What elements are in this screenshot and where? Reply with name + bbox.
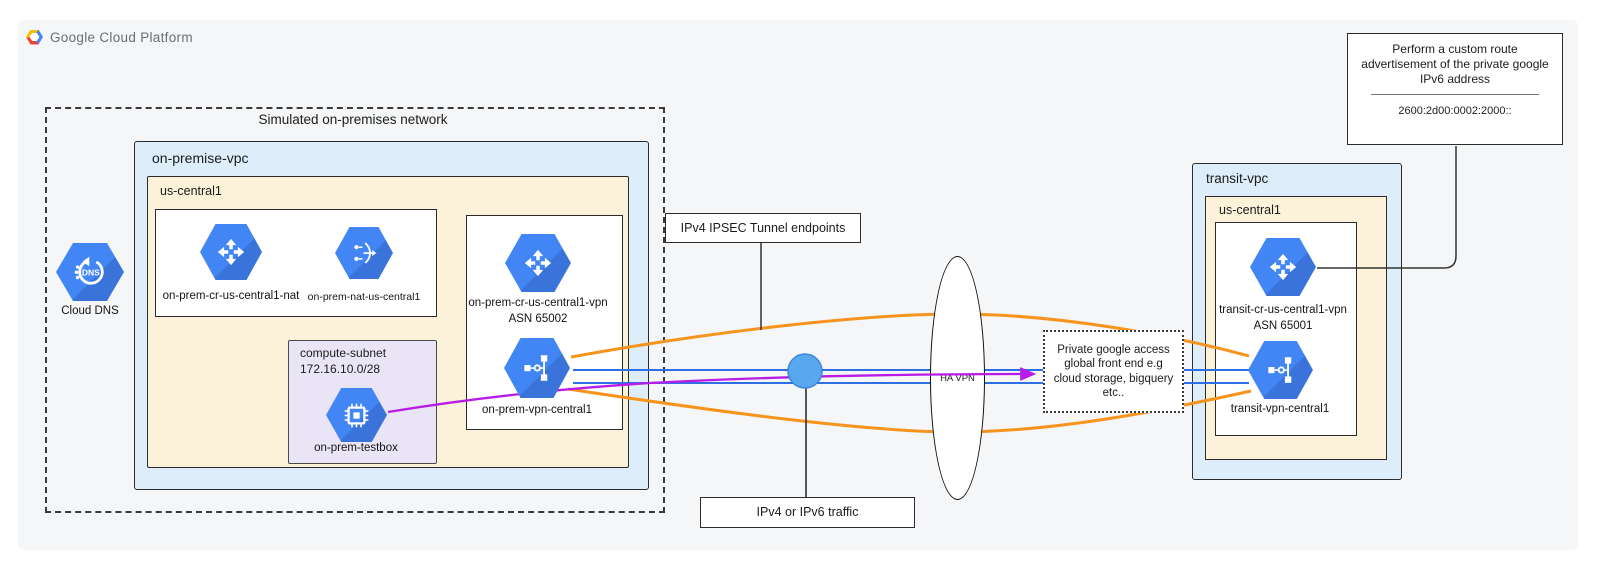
onprem-router-nat-label: on-prem-cr-us-central1-nat xyxy=(162,290,300,302)
transit-vpc-label: transit-vpc xyxy=(1206,171,1269,186)
router-glyph xyxy=(217,238,245,266)
simulated-onprem-network-boundary xyxy=(45,107,665,513)
nat-glyph xyxy=(354,242,377,264)
pga-line: cloud storage, bigquery xyxy=(1053,372,1174,385)
compute-subnet-name: compute-subnet xyxy=(300,346,387,360)
ha-vpn-ellipse: HA VPN xyxy=(930,256,985,500)
onprem-router-vpn-label: on-prem-cr-us-central1-vpn xyxy=(468,297,608,309)
dns-glyph-text: DNS xyxy=(82,268,100,278)
pga-line: Private google access xyxy=(1057,343,1170,356)
custom-route-advertisement-note: Perform a custom route advertisement of … xyxy=(1347,33,1563,145)
gcp-hexagon-logo-icon xyxy=(26,29,43,45)
pga-line: etc.. xyxy=(1102,387,1125,399)
vpn-glyph xyxy=(1267,357,1291,383)
ipsec-tunnel-endpoints-callout: IPv4 IPSEC Tunnel endpoints xyxy=(665,213,861,243)
pga-line: global front end e.g xyxy=(1064,358,1163,370)
dns-glyph: DNS xyxy=(74,256,104,285)
ipv4-ipv6-traffic-callout: IPv4 or IPv6 traffic xyxy=(700,497,915,528)
gcp-logo: Google Cloud Platform xyxy=(26,27,193,47)
private-google-access-box: Private google access global front end e… xyxy=(1043,330,1184,413)
onprem-router-vpn-asn: ASN 65002 xyxy=(508,313,568,325)
gcp-logo-text: Google Cloud Platform xyxy=(50,29,193,45)
vpn-glyph xyxy=(524,355,548,381)
on-premise-vpc-label: on-premise-vpc xyxy=(152,150,249,166)
onprem-nat-label: on-prem-nat-us-central1 xyxy=(307,291,421,303)
onprem-testbox-label: on-prem-testbox xyxy=(314,442,398,454)
note-divider xyxy=(1371,94,1539,95)
router-glyph xyxy=(1269,253,1297,281)
cloud-vpn-icon-transit xyxy=(1248,341,1313,399)
simulated-onprem-network-title: Simulated on-premises network xyxy=(258,112,448,127)
router-glyph xyxy=(524,249,552,277)
onprem-region-label: us-central1 xyxy=(160,184,222,198)
transit-vpn-label: transit-vpn-central1 xyxy=(1230,403,1330,415)
onprem-vpn-label: on-prem-vpn-central1 xyxy=(482,404,592,416)
compute-glyph xyxy=(344,403,369,427)
ha-vpn-label: HA VPN xyxy=(940,372,975,384)
note-line: advertisement of the private google xyxy=(1361,57,1549,71)
onprem-nat-group-box xyxy=(155,209,437,317)
note-line: Perform a custom route xyxy=(1392,42,1518,56)
transit-router-asn: ASN 65001 xyxy=(1253,320,1313,332)
compute-subnet-cidr: 172.16.10.0/28 xyxy=(300,362,381,376)
note-line: IPv6 address xyxy=(1419,72,1491,86)
transit-router-label: transit-cr-us-central1-vpn xyxy=(1219,304,1347,316)
ipv6-address-value: 2600:2d00:0002:2000:: xyxy=(1398,105,1512,117)
transit-region-label: us-central1 xyxy=(1219,203,1281,217)
cloud-dns-label: Cloud DNS xyxy=(61,305,119,317)
